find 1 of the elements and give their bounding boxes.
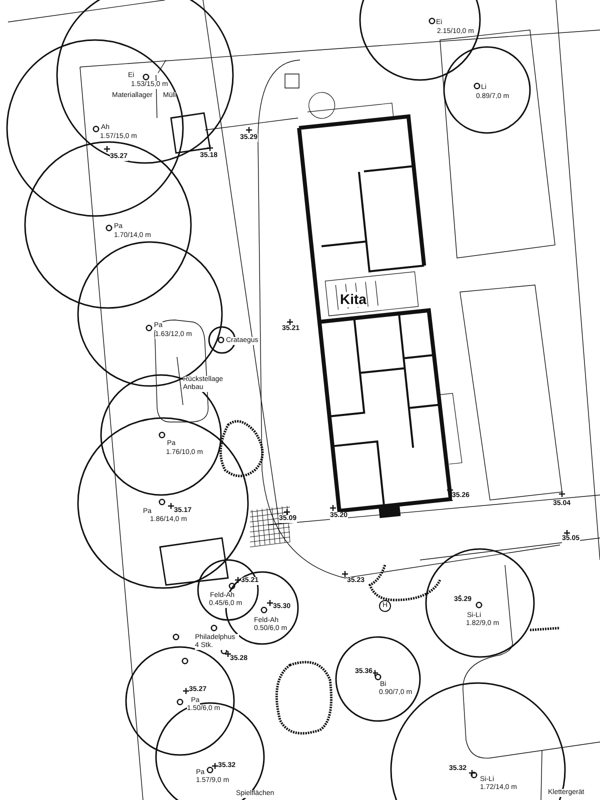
building-label: Kita — [340, 292, 366, 307]
